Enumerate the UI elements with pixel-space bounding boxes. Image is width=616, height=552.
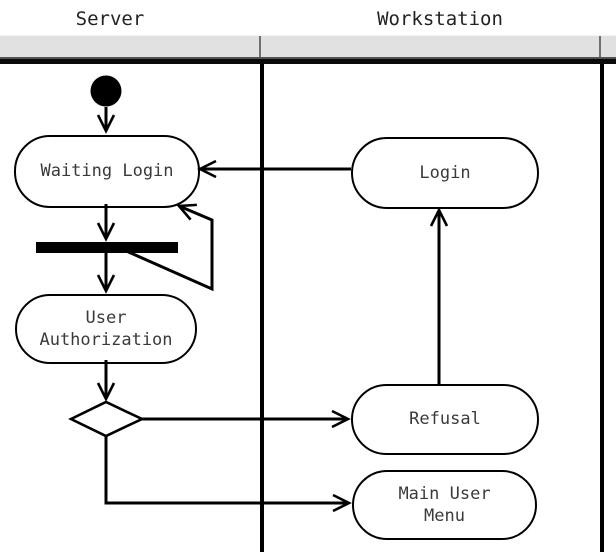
node-refusal-label: Refusal xyxy=(409,409,481,430)
node-login: Login xyxy=(351,137,539,209)
lane-title-server: Server xyxy=(75,8,145,30)
swimlane-header-band xyxy=(0,35,616,58)
synchronization-bar xyxy=(36,242,178,253)
lane-boundary-right xyxy=(600,64,604,552)
header-lane-divider xyxy=(599,36,601,58)
header-separator-bar xyxy=(0,57,616,64)
edge-decision-to-main-user-menu xyxy=(104,436,352,513)
node-refusal: Refusal xyxy=(351,384,539,455)
lane-title-workstation: Workstation xyxy=(377,8,503,30)
node-waiting-login-label: Waiting Login xyxy=(40,161,174,182)
decision-diamond xyxy=(68,400,146,438)
initial-state-node xyxy=(90,75,122,107)
lane-boundary-middle xyxy=(260,64,264,552)
edge-sync-bar-loop-to-waiting-login xyxy=(123,203,214,292)
node-main-user-menu: Main User Menu xyxy=(352,470,537,540)
node-user-authorization: User Authorization xyxy=(15,294,197,364)
node-waiting-login: Waiting Login xyxy=(14,135,200,208)
node-main-user-menu-label: Main User Menu xyxy=(398,483,491,526)
header-lane-divider xyxy=(259,36,261,58)
node-login-label: Login xyxy=(419,162,471,183)
node-user-authorization-label: User Authorization xyxy=(39,307,173,350)
